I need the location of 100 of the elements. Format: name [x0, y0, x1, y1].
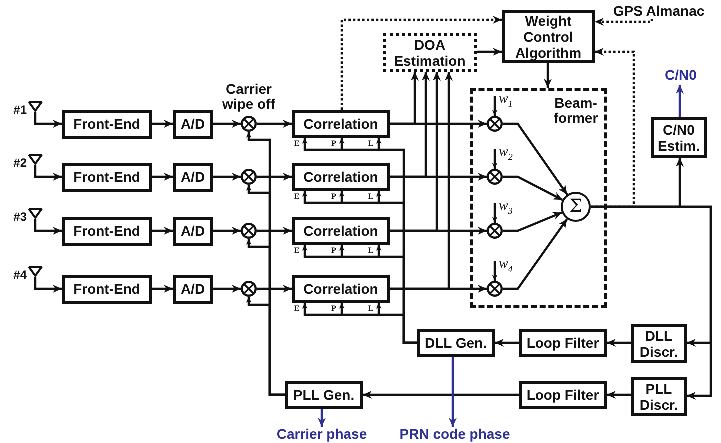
region-label: Beam- former — [552, 96, 600, 126]
process-box — [292, 275, 390, 303]
process-box — [173, 216, 213, 246]
arrow — [213, 120, 241, 128]
tap-label: P — [330, 138, 338, 148]
block-label: DOA Estimation — [393, 36, 467, 68]
arrow — [390, 72, 430, 178]
process-box — [631, 377, 687, 416]
dotted-arrow — [340, 16, 502, 110]
weight-label: w$_{1}$ — [499, 93, 513, 109]
arrow — [503, 212, 563, 232]
block-label: A/D — [180, 116, 206, 132]
process-box — [173, 110, 213, 138]
arrow — [591, 206, 712, 400]
sum-symbol: Σ — [570, 197, 582, 217]
output-label: PRN code phase — [392, 427, 518, 443]
process-box — [519, 381, 607, 409]
weight-label: w$_{3}$ — [499, 200, 513, 216]
arrow — [34, 112, 62, 128]
arrow — [34, 277, 62, 294]
arrow — [607, 338, 631, 348]
arrow — [492, 203, 498, 223]
process-box — [651, 117, 707, 158]
block-label: Loop Filter — [526, 335, 600, 351]
mixer-symbol — [487, 223, 503, 239]
process-box — [285, 381, 363, 409]
process-box — [417, 329, 495, 357]
arrow — [503, 122, 568, 196]
beamformer-region — [470, 88, 607, 308]
input-label: GPS Almanac — [606, 4, 712, 19]
arrow — [213, 284, 241, 294]
block-label: PLL Discr. — [638, 380, 680, 412]
antenna-symbol — [28, 101, 43, 112]
tap-label: L — [367, 304, 375, 312]
arrow — [390, 72, 420, 126]
output-label: C/N0 — [660, 68, 702, 85]
arrow — [257, 226, 292, 236]
arrow — [257, 172, 292, 182]
block-label: A/D — [180, 169, 206, 185]
arrow — [34, 219, 62, 236]
mixer-symbol — [241, 116, 257, 132]
channel-label: #3 — [12, 211, 27, 223]
summing-junction — [561, 192, 591, 222]
block-label: Correlation — [304, 169, 378, 185]
block-label: C/N0 Estim. — [656, 122, 701, 154]
annotation-label: Carrier wipe off — [222, 82, 276, 112]
arrow — [503, 176, 564, 202]
block-label: Front-End — [74, 169, 140, 185]
process-box — [292, 163, 390, 191]
arrow — [257, 284, 292, 294]
arrow — [257, 120, 292, 128]
block-label: A/D — [180, 223, 206, 239]
tap-label: L — [367, 246, 375, 254]
mixer-symbol — [241, 281, 257, 297]
antenna-symbol — [28, 154, 43, 165]
arrow — [607, 390, 631, 400]
arrow — [152, 120, 173, 128]
block-label: DLL Discr. — [638, 328, 680, 360]
arrow — [363, 390, 519, 400]
arrow — [492, 96, 498, 116]
arrow — [503, 218, 568, 290]
block-label: Front-End — [74, 223, 140, 239]
process-box — [631, 324, 687, 363]
block-label: A/D — [180, 281, 206, 297]
weight-label: w$_{2}$ — [499, 146, 513, 162]
process-box — [62, 110, 152, 138]
block-label: Correlation — [304, 281, 378, 297]
arrow — [246, 297, 285, 396]
arrow — [34, 165, 62, 182]
arrow — [676, 85, 684, 117]
mixer-symbol — [487, 169, 503, 185]
tap-label: E — [293, 138, 301, 148]
arrow — [544, 63, 552, 88]
arrow — [213, 226, 241, 236]
block-label: Loop Filter — [526, 387, 600, 403]
process-box — [502, 10, 595, 63]
arrow — [152, 284, 173, 294]
process-box — [173, 274, 213, 304]
tap-label: E — [293, 304, 301, 312]
block-label: PLL Gen. — [293, 387, 355, 403]
tap-label: E — [293, 192, 301, 200]
mixer-symbol — [487, 116, 503, 132]
antenna-symbol — [28, 266, 43, 277]
arrow — [152, 226, 173, 236]
channel-label: #4 — [12, 269, 27, 281]
arrow — [492, 149, 498, 169]
tap-label: P — [330, 304, 338, 312]
tap-label: E — [293, 246, 301, 254]
arrow — [390, 72, 442, 232]
arrow — [477, 48, 502, 56]
tap-label: P — [330, 192, 338, 200]
block-label: Front-End — [74, 281, 140, 297]
dotted-arrow — [595, 18, 654, 26]
block-label: Front-End — [74, 116, 140, 132]
channel-label: #1 — [12, 104, 27, 116]
block-label: DLL Gen. — [425, 335, 487, 351]
weight-label: w$_{4}$ — [499, 258, 513, 274]
tap-label: P — [330, 246, 338, 254]
block-label: Correlation — [304, 116, 378, 132]
block-label: Correlation — [304, 223, 378, 239]
